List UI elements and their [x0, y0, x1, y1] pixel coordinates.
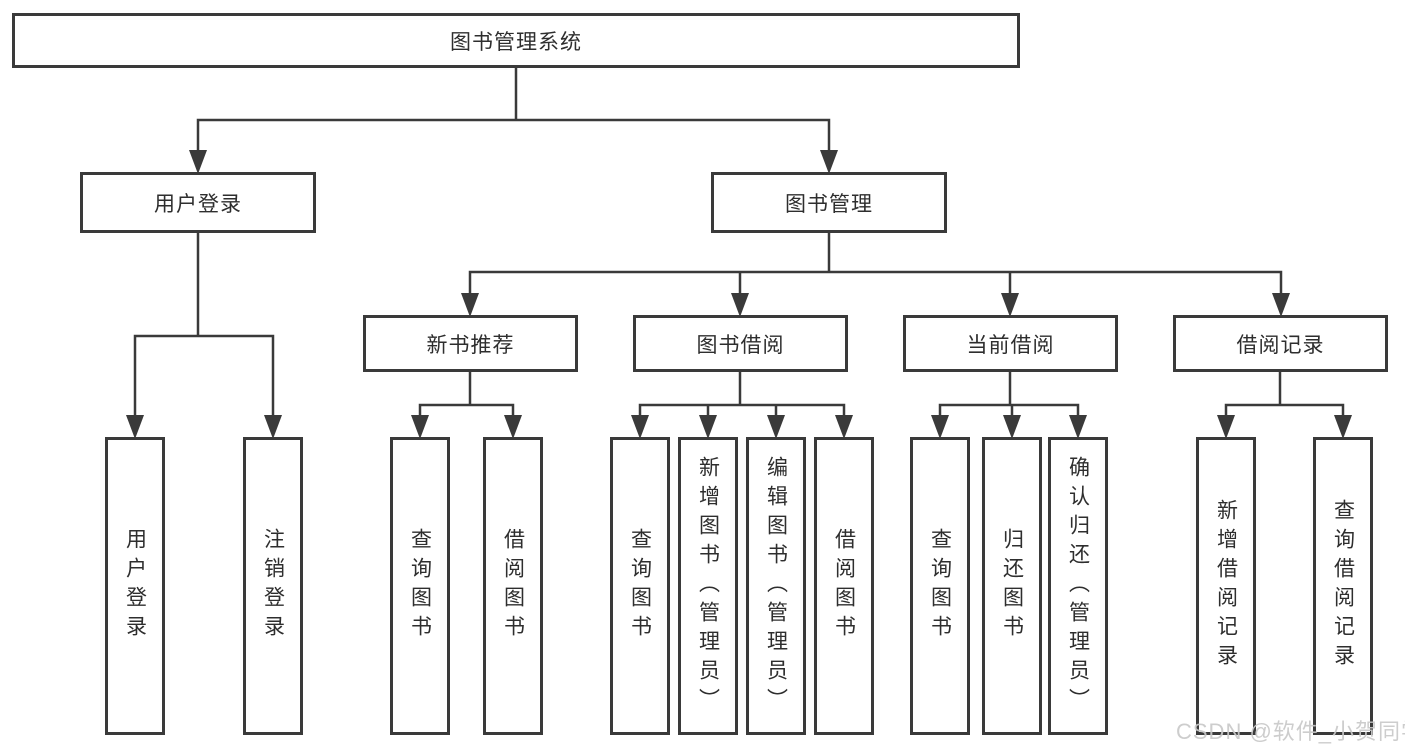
node-new-book-recommend: 新书推荐	[363, 315, 578, 372]
node-borrow-records: 借阅记录	[1173, 315, 1388, 372]
node-label: 查询图书	[928, 528, 952, 644]
node-label: 查询图书	[628, 528, 652, 644]
node-label: 当前借阅	[966, 333, 1055, 357]
connector-path	[133, 66, 1345, 419]
node-label: 新增借阅记录	[1214, 499, 1238, 673]
leaf-edit-book-admin: 编辑图书（管理员）	[746, 437, 806, 735]
node-label: 借阅记录	[1236, 333, 1325, 357]
leaf-borrow-books-2: 借阅图书	[814, 437, 874, 735]
node-current-borrow: 当前借阅	[903, 315, 1118, 372]
leaf-user-login: 用户登录	[105, 437, 165, 735]
node-label: 编辑图书（管理员）	[764, 455, 788, 717]
node-label: 确认归还（管理员）	[1066, 455, 1090, 717]
node-label: 注销登录	[261, 528, 285, 644]
node-label: 归还图书	[1000, 528, 1024, 644]
leaf-return-book: 归还图书	[982, 437, 1042, 735]
node-book-borrow: 图书借阅	[633, 315, 848, 372]
node-label: 查询图书	[408, 528, 432, 644]
node-label: 图书管理	[785, 192, 873, 216]
leaf-logout: 注销登录	[243, 437, 303, 735]
node-label: 用户登录	[123, 528, 147, 644]
leaf-confirm-return-admin: 确认归还（管理员）	[1048, 437, 1108, 735]
leaf-query-books-1: 查询图书	[390, 437, 450, 735]
watermark-text: CSDN @软件_小贺同学	[1176, 719, 1405, 744]
node-label: 新增图书（管理员）	[696, 455, 720, 717]
node-label: 借阅图书	[501, 528, 525, 644]
node-label: 新书推荐	[426, 333, 515, 357]
node-label: 查询借阅记录	[1331, 499, 1355, 673]
leaf-borrow-books-1: 借阅图书	[483, 437, 543, 735]
node-label: 图书管理系统	[450, 30, 582, 54]
node-user-login: 用户登录	[80, 172, 316, 233]
leaf-query-books-2: 查询图书	[610, 437, 670, 735]
node-root: 图书管理系统	[12, 13, 1020, 68]
leaf-query-books-3: 查询图书	[910, 437, 970, 735]
node-book-management: 图书管理	[711, 172, 947, 233]
node-label: 用户登录	[154, 192, 242, 216]
arrowheads	[126, 150, 1352, 439]
leaf-add-book-admin: 新增图书（管理员）	[678, 437, 738, 735]
node-label: 图书借阅	[696, 333, 785, 357]
leaf-query-borrow-record: 查询借阅记录	[1313, 437, 1373, 735]
leaf-add-borrow-record: 新增借阅记录	[1196, 437, 1256, 735]
node-label: 借阅图书	[832, 528, 856, 644]
